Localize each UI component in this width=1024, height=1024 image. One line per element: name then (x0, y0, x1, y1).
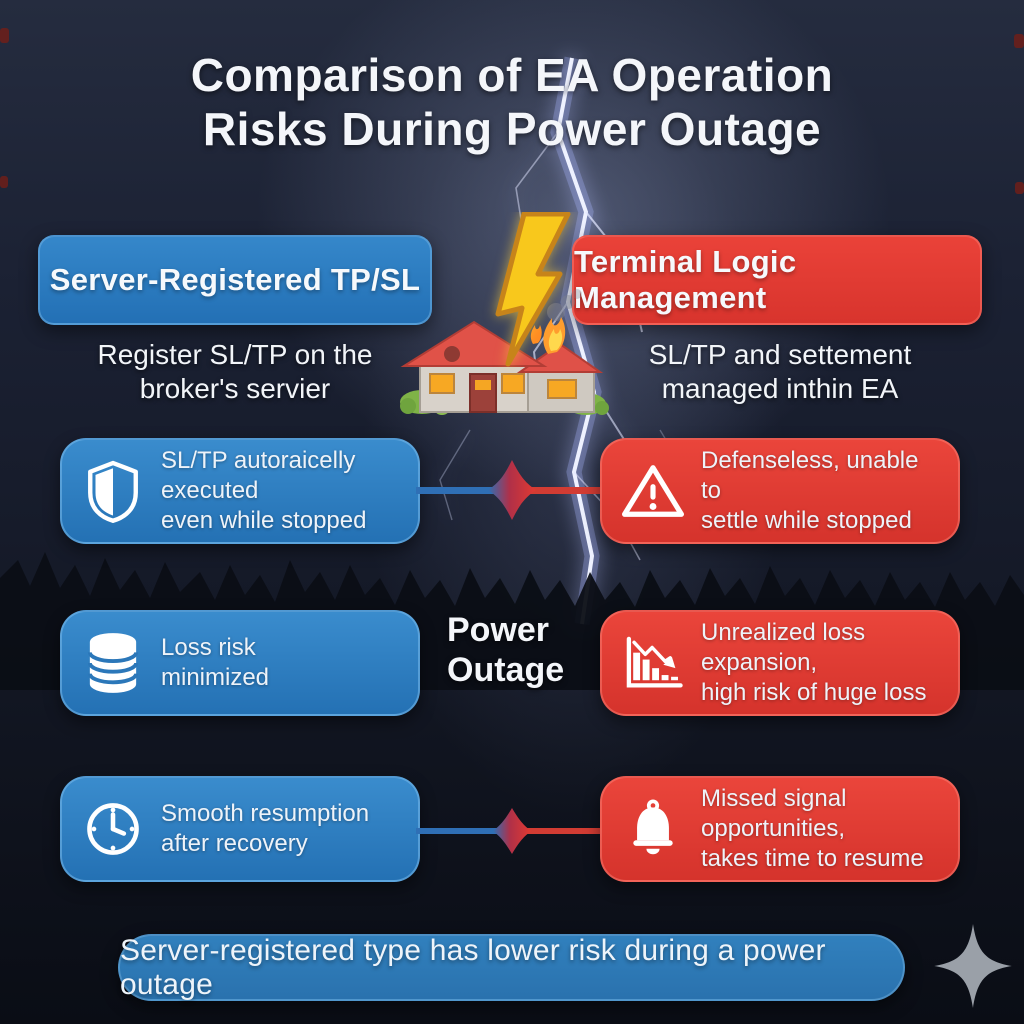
page-title-line2: Risks During Power Outage (202, 103, 822, 156)
left-column-header: Server-Registered TP/SL (38, 235, 432, 325)
bell-icon (622, 799, 684, 859)
risk-text: Missed signal opportunities, takes time … (701, 785, 924, 872)
benefit-text: Smooth resumption after recovery (161, 800, 370, 857)
risk-text: Unrealized loss expansion, high risk of … (701, 619, 927, 706)
edge-artifact (1015, 182, 1024, 194)
declining-chart-icon (622, 633, 684, 693)
risk-text: Defenseless, unable to settle while stop… (701, 447, 919, 534)
conclusion-banner: Server-registered type has lower risk du… (118, 934, 905, 1001)
edge-artifact (0, 28, 9, 43)
connector-row3 (416, 808, 604, 854)
conclusion-text: Server-registered type has lower risk du… (120, 933, 826, 1001)
benefit-text: SL/TP autoraicelly executed even while s… (161, 447, 367, 534)
lightning-strike-house-illustration (400, 212, 609, 415)
page-title-line1: Comparison of EA Operation (190, 49, 834, 101)
right-column-header: Terminal Logic Management (572, 235, 982, 325)
benefit-box-sltp-executed: SL/TP autoraicelly executed even while s… (60, 438, 420, 544)
risk-box-missed-signals: Missed signal opportunities, takes time … (600, 776, 960, 882)
warning-triangle-icon (622, 462, 684, 520)
fire-icon (530, 317, 566, 354)
page-title: Comparison of EA Operation Risks During … (0, 48, 1024, 157)
clock-icon (82, 800, 144, 858)
benefit-box-smooth-resumption: Smooth resumption after recovery (60, 776, 420, 882)
edge-artifact (0, 176, 8, 188)
house-icon (400, 320, 604, 413)
left-column-subtitle: Register SL/TP on the broker's servier (97, 339, 373, 405)
risk-box-defenseless: Defenseless, unable to settle while stop… (600, 438, 960, 544)
risk-box-loss-expansion: Unrealized loss expansion, high risk of … (600, 610, 960, 716)
benefit-text: Loss risk minimized (161, 634, 270, 691)
connector-row1 (416, 460, 604, 520)
edge-artifact (1014, 34, 1024, 48)
right-column-header-label: Terminal Logic Management (574, 244, 797, 315)
right-column-subtitle: SL/TP and settement managed inthin EA (648, 339, 912, 405)
shield-icon (82, 459, 144, 523)
sparkle-icon (934, 924, 1012, 1008)
left-column-header-label: Server-Registered TP/SL (49, 262, 421, 297)
benefit-box-loss-minimized: Loss risk minimized (60, 610, 420, 716)
power-outage-label: Power Outage (447, 611, 565, 690)
database-icon (82, 632, 144, 694)
lightning-bolt-icon (495, 212, 571, 367)
